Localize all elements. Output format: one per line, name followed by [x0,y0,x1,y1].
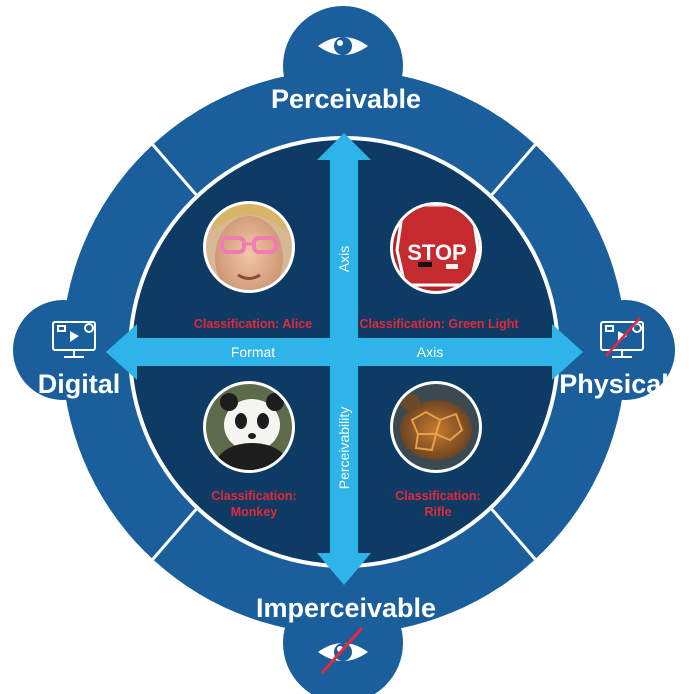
classification-top-left: Classification: Alice [194,317,312,331]
axis-label-perceivability: Perceivability [336,407,352,489]
pole-label-right: Physical [559,369,669,399]
computer-crossed-icon [600,317,644,358]
axis-arrows [106,133,583,585]
pole-label-top: Perceivable [271,84,421,114]
right-arrowhead [552,324,583,380]
pole-label-bottom: Imperceivable [256,593,436,623]
stop-sign-text: STOP [407,240,467,265]
classification-bottom-right-line2: Rifle [424,505,451,519]
left-arrowhead [106,324,137,380]
classification-bottom-left-line2: Monkey [231,505,278,519]
classification-bottom-left-line1: Classification: [211,489,296,503]
turtle-photo [390,381,482,473]
classification-bottom-right-line1: Classification: [395,489,480,503]
ring-dividers [145,137,543,567]
eye-icon [318,37,368,55]
pole-label-left: Digital [38,369,121,399]
face-photo [203,201,295,293]
computer-icon [52,321,96,358]
up-arrowhead [317,133,371,160]
panda-photo [203,381,295,473]
horizontal-arrow-shaft [135,338,555,366]
eye-crossed-icon [318,627,368,674]
down-arrowhead [317,553,371,585]
axis-label-horizontal-axis: Axis [417,344,443,360]
classification-top-right: Classification: Green Light [359,317,519,331]
stop-sign-photo: STOP [390,202,482,294]
axis-label-format: Format [231,344,275,360]
axis-label-vertical-axis: Axis [336,246,352,272]
